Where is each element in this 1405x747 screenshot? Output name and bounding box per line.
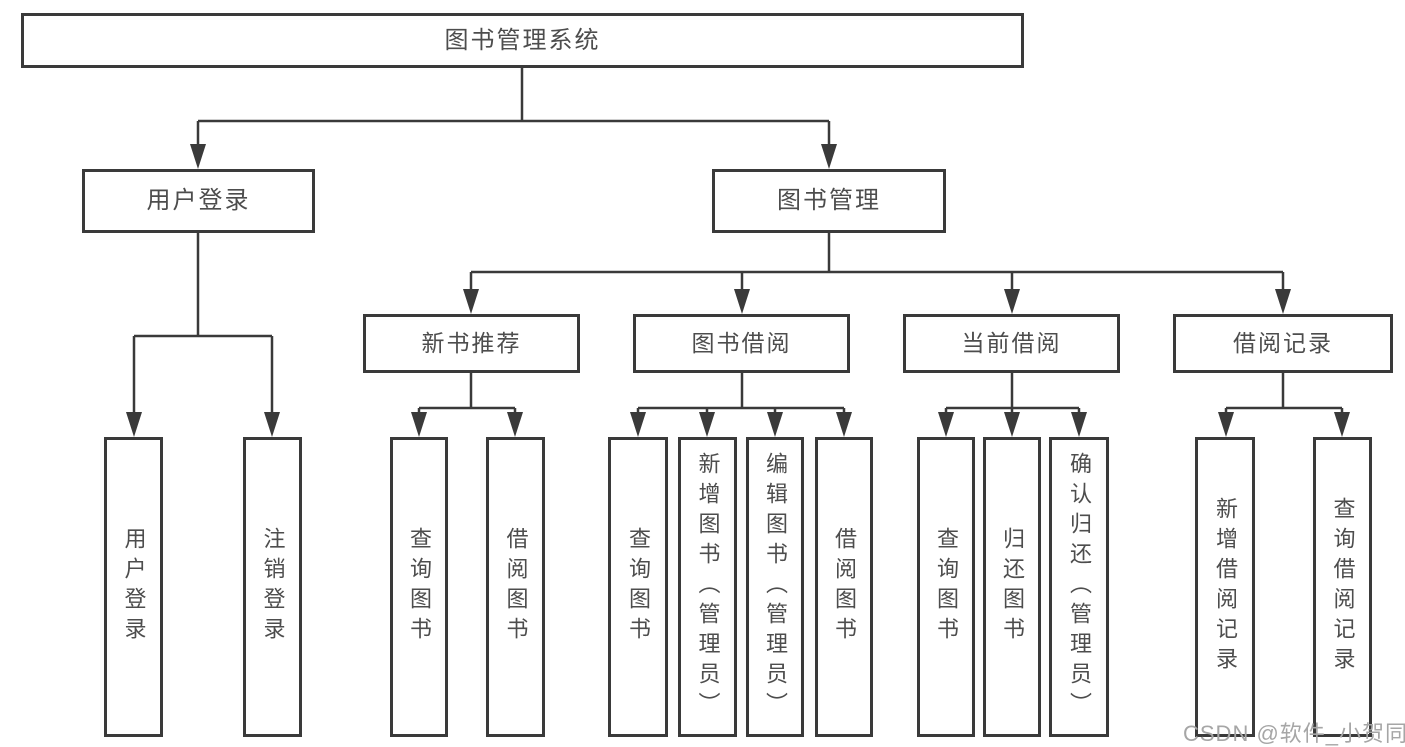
node-user-login: 用户登录 [82, 169, 315, 233]
node-leaf-logout: 注销登录 [243, 437, 302, 737]
node-leaf-bb-edit-book-admin: 编辑图书（管理员） [746, 437, 804, 737]
node-leaf-cb-query-book: 查询图书 [917, 437, 975, 737]
connector-arrowheads [126, 144, 1350, 437]
node-leaf-nb-borrow-book: 借阅图书 [486, 437, 545, 737]
node-root: 图书管理系统 [21, 13, 1024, 68]
node-leaf-br-add-record: 新增借阅记录 [1195, 437, 1255, 737]
watermark-text: CSDN @软件_小贺同学 [1183, 721, 1405, 746]
node-leaf-user-login: 用户登录 [104, 437, 163, 737]
node-book-management: 图书管理 [712, 169, 946, 233]
node-current-borrow: 当前借阅 [903, 314, 1120, 373]
node-leaf-bb-borrow-book: 借阅图书 [815, 437, 873, 737]
node-leaf-cb-confirm-return-admin: 确认归还（管理员） [1049, 437, 1109, 737]
node-leaf-bb-add-book-admin: 新增图书（管理员） [678, 437, 737, 737]
node-leaf-nb-query-book: 查询图书 [390, 437, 448, 737]
node-leaf-bb-query-book: 查询图书 [608, 437, 668, 737]
node-book-borrow: 图书借阅 [633, 314, 850, 373]
node-new-book-recommend: 新书推荐 [363, 314, 580, 373]
node-leaf-cb-return-book: 归还图书 [983, 437, 1041, 737]
node-borrow-record: 借阅记录 [1173, 314, 1393, 373]
node-leaf-br-query-record: 查询借阅记录 [1313, 437, 1372, 737]
